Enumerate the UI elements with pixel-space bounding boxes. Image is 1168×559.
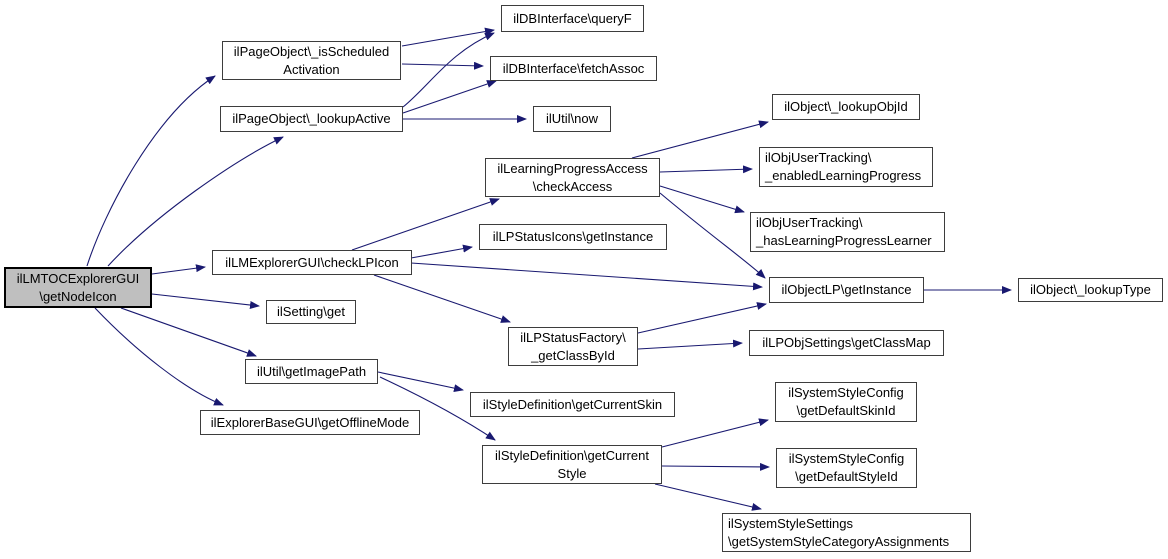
node-ilsetting-get[interactable]: ilSetting\get [266,300,356,324]
node-ilpageobject-isscheduledactivation[interactable]: ilPageObject\_isScheduled Activation [222,41,401,80]
edge-checkaccess-lookupobjid [631,120,769,159]
node-ilpageobject-lookupactive[interactable]: ilPageObject\_lookupActive [220,106,403,132]
edge-getimagepath-getcurrentskin [377,371,464,393]
node-ilutil-getimagepath[interactable]: ilUtil\getImagePath [245,359,378,384]
edge-checkaccess-enabledlearningprogress [659,165,753,174]
edge-getnodeicon-settingget [151,293,260,309]
edge-isscheduledactivation-queryf [401,27,495,47]
node-ilobjusertracking-enabledlearningprogress[interactable]: ilObjUserTracking\ _enabledLearningProgr… [759,147,933,187]
edge-getnodeicon-lookupactive [107,136,284,267]
node-illpstatusfactory-getclassbyid[interactable]: ilLPStatusFactory\ _getClassById [508,327,638,366]
node-ildbinterface-fetchassoc[interactable]: ilDBInterface\fetchAssoc [490,56,657,81]
node-ilobjectlp-getinstance[interactable]: ilObjectLP\getInstance [769,277,924,303]
edge-checklpicon-lpstatusicons [410,244,473,259]
node-ilutil-now[interactable]: ilUtil\now [533,106,611,132]
edge-checklpicon-checkaccess [351,198,500,251]
node-ildbinterface-queryf[interactable]: ilDBInterface\queryF [501,5,644,32]
node-illearningprogressaccess-checkaccess[interactable]: ilLearningProgressAccess \checkAccess [485,158,660,197]
node-ilsystemstyleconfig-getdefaultstyleid[interactable]: ilSystemStyleConfig \getDefaultStyleId [776,448,917,488]
node-ilstyledefinition-getcurrentstyle[interactable]: ilStyleDefinition\getCurrent Style [482,445,662,484]
edge-getnodeicon-getimagepath [120,307,257,357]
edge-checkaccess-haslearningprogresslearner [659,185,745,214]
edge-getimagepath-getcurrentstyle [379,376,496,441]
node-ilobject-lookuptype[interactable]: ilObject\_lookupType [1018,278,1163,302]
edge-getcurrentstyle-categoryassignments [654,483,762,511]
node-illpobjsettings-getclassmap[interactable]: ilLPObjSettings\getClassMap [749,330,944,356]
edge-isscheduledactivation-fetchassoc [401,61,484,70]
edge-checklpicon-getclassbyid [373,274,511,323]
node-illpstatusicons-getinstance[interactable]: ilLPStatusIcons\getInstance [479,224,667,250]
node-ilobject-lookupobjid[interactable]: ilObject\_lookupObjId [772,94,920,120]
edge-getcurrentstyle-getdefaultstyleid [661,462,770,471]
node-illmexplorergui-checklpicon[interactable]: ilLMExplorerGUI\checkLPIcon [212,250,412,275]
edge-checklpicon-objectlp [410,262,763,291]
edge-getnodeicon-isscheduledactivation [86,75,216,267]
node-ilsystemstyleconfig-getdefaultskinid[interactable]: ilSystemStyleConfig \getDefaultSkinId [775,382,917,422]
node-ilsystemstylesettings-getsystemstylecategoryassignments[interactable]: ilSystemStyleSettings \getSystemStyleCat… [722,513,971,552]
node-ilexplorerbasegui-getofflinemode[interactable]: ilExplorerBaseGUI\getOfflineMode [200,410,420,435]
edge-lookupactive-queryf [402,32,495,108]
node-ilobjusertracking-haslearningprogresslearner[interactable]: ilObjUserTracking\ _hasLearningProgressL… [750,212,945,252]
edge-getcurrentstyle-getdefaultskinid [661,418,769,448]
edge-getnodeicon-checklpicon [151,264,206,275]
node-ilstyledefinition-getcurrentskin[interactable]: ilStyleDefinition\getCurrentSkin [470,392,675,417]
edge-getnodeicon-getofflinemode [94,307,224,406]
edge-lookupactive-fetchassoc [402,80,497,114]
edge-checkaccess-objectlp [659,192,766,279]
edge-getclassbyid-objectlp [637,302,767,334]
edge-getclassbyid-getclassmap [637,339,743,350]
node-illmtocexplorergui-getnodeicon[interactable]: ilLMTOCExplorerGUI \getNodeIcon [4,267,152,308]
